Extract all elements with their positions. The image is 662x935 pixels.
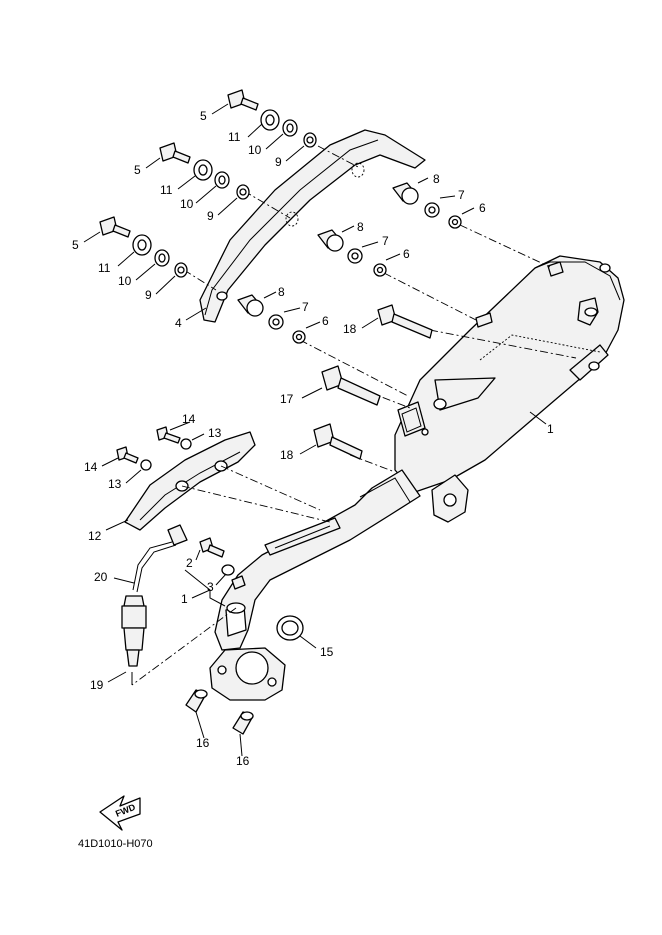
upper-protector <box>199 129 426 323</box>
washers <box>132 109 317 278</box>
callout-10-mid: 10 <box>180 197 194 211</box>
callout-14-low: 14 <box>84 460 98 474</box>
guard-screws <box>116 426 192 471</box>
fwd-arrow-icon: FWD <box>99 795 141 831</box>
collars-dampers <box>237 182 462 344</box>
callout-9-mid: 9 <box>207 209 214 223</box>
callout-17: 17 <box>280 392 294 406</box>
callout-8-mid: 8 <box>357 220 364 234</box>
callout-15: 15 <box>320 645 334 659</box>
studs <box>185 689 254 735</box>
callout-labels: 1 1 2 3 4 5 5 5 6 6 6 7 7 7 8 8 8 9 9 9 … <box>72 109 554 768</box>
callout-16-left: 16 <box>196 736 210 750</box>
callout-7-low: 7 <box>302 300 309 314</box>
callout-7-top: 7 <box>458 188 465 202</box>
callout-4: 4 <box>175 316 182 330</box>
callout-7-mid: 7 <box>382 234 389 248</box>
callout-9-low: 9 <box>145 288 152 302</box>
callout-2: 2 <box>186 556 193 570</box>
callout-9-top: 9 <box>275 155 282 169</box>
callout-10-top: 10 <box>248 143 262 157</box>
o2-sensor <box>121 524 188 667</box>
leader-lines <box>83 103 547 757</box>
callout-16-right: 16 <box>236 754 250 768</box>
callout-6-low: 6 <box>322 314 329 328</box>
muffler <box>394 255 625 523</box>
callout-13-low: 13 <box>108 477 122 491</box>
callout-6-top: 6 <box>479 201 486 215</box>
callout-19: 19 <box>90 678 104 692</box>
callout-3: 3 <box>207 580 214 594</box>
long-bolts <box>313 304 433 460</box>
heat-guard <box>124 431 256 531</box>
callout-1-muffler: 1 <box>547 422 554 436</box>
callout-12: 12 <box>88 529 102 543</box>
gasket <box>276 615 304 641</box>
callout-8-top: 8 <box>433 172 440 186</box>
bolt-5 <box>99 89 259 238</box>
exhaust-pipe <box>209 469 421 701</box>
callout-20: 20 <box>94 570 108 584</box>
callout-6-mid: 6 <box>403 247 410 261</box>
callout-8-low: 8 <box>278 285 285 299</box>
callout-18-low: 18 <box>280 448 294 462</box>
callout-5-top: 5 <box>200 109 207 123</box>
callout-18-top: 18 <box>343 322 357 336</box>
callout-11-mid: 11 <box>160 183 173 197</box>
diagram-code: 41D1010-H070 <box>78 838 153 850</box>
callout-10-low: 10 <box>118 274 132 288</box>
callout-14-top: 14 <box>182 412 196 426</box>
callout-11-low: 11 <box>98 261 111 275</box>
callout-5-low: 5 <box>72 238 79 252</box>
callout-1-pipe: 1 <box>181 592 188 606</box>
pipe-bolt <box>199 537 246 590</box>
callout-11-top: 11 <box>228 130 241 144</box>
callout-13-top: 13 <box>208 426 222 440</box>
callout-5-mid: 5 <box>134 163 141 177</box>
